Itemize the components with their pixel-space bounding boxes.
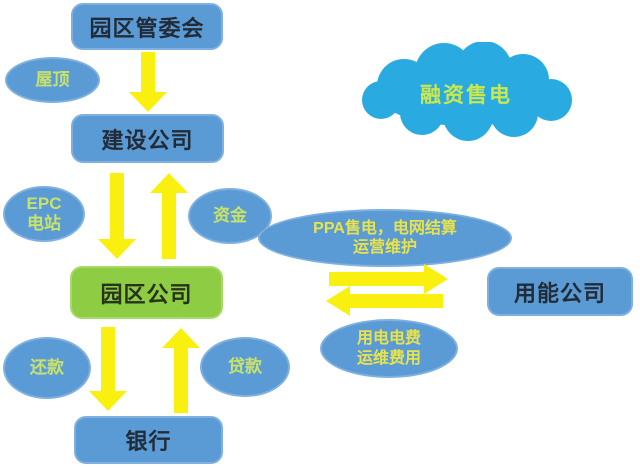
ppa-line1: PPA售电，电网结算	[313, 219, 457, 237]
ellipse-roof: 屋顶	[5, 57, 100, 103]
arrow-shaft	[350, 294, 443, 308]
cloud-shape-icon	[362, 42, 572, 141]
arrow-committee-to-construction-icon	[129, 52, 167, 112]
epc-line2: 电站	[27, 214, 61, 233]
ellipse-loan: 贷款	[200, 337, 290, 397]
arrow-construction-to-park-icon	[98, 173, 136, 259]
arrow-energyuser-to-park-icon	[326, 286, 443, 316]
arrow-shaft	[329, 272, 424, 286]
arrow-head-icon	[162, 328, 200, 348]
arrow-park-to-energyuser-icon	[329, 264, 448, 294]
arrow-shaft	[141, 52, 155, 92]
fees-line2: 运维费用	[356, 349, 421, 367]
ppa-line2: 运营维护	[352, 239, 417, 256]
arrow-park-to-bank-icon	[89, 327, 127, 411]
arrow-shaft	[162, 193, 176, 259]
fees-line1: 用电电费	[356, 330, 421, 348]
arrow-head-icon	[326, 286, 350, 316]
arrow-bank-to-park-icon	[162, 328, 200, 413]
cloud-financing-sale: 融资售电	[352, 42, 580, 143]
arrow-head-icon	[150, 173, 188, 193]
box-park-committee: 园区管委会	[71, 3, 223, 50]
ellipse-epc-station: EPC 电站	[3, 186, 85, 242]
ellipse-ppa-settlement: PPA售电，电网结算 运营维护	[258, 209, 512, 267]
box-construction-company: 建设公司	[71, 114, 224, 163]
epc-line1: EPC	[26, 193, 62, 213]
arrow-shaft	[174, 348, 188, 413]
arrow-head-icon	[89, 391, 127, 411]
arrow-head-icon	[129, 92, 167, 112]
ellipse-electricity-fees: 用电电费 运维费用	[320, 319, 458, 378]
arrow-park-to-construction-icon	[150, 173, 188, 259]
box-park-company: 园区公司	[70, 266, 223, 319]
box-energy-user-company: 用能公司	[487, 267, 633, 316]
arrow-head-icon	[98, 239, 136, 259]
arrow-head-icon	[424, 264, 448, 294]
box-bank: 银行	[74, 416, 223, 464]
cloud-label: 融资售电	[420, 83, 512, 107]
ellipse-funds: 资金	[188, 188, 272, 244]
arrow-shaft	[110, 173, 124, 239]
arrow-shaft	[101, 327, 115, 391]
ellipse-repayment: 还款	[3, 337, 91, 399]
